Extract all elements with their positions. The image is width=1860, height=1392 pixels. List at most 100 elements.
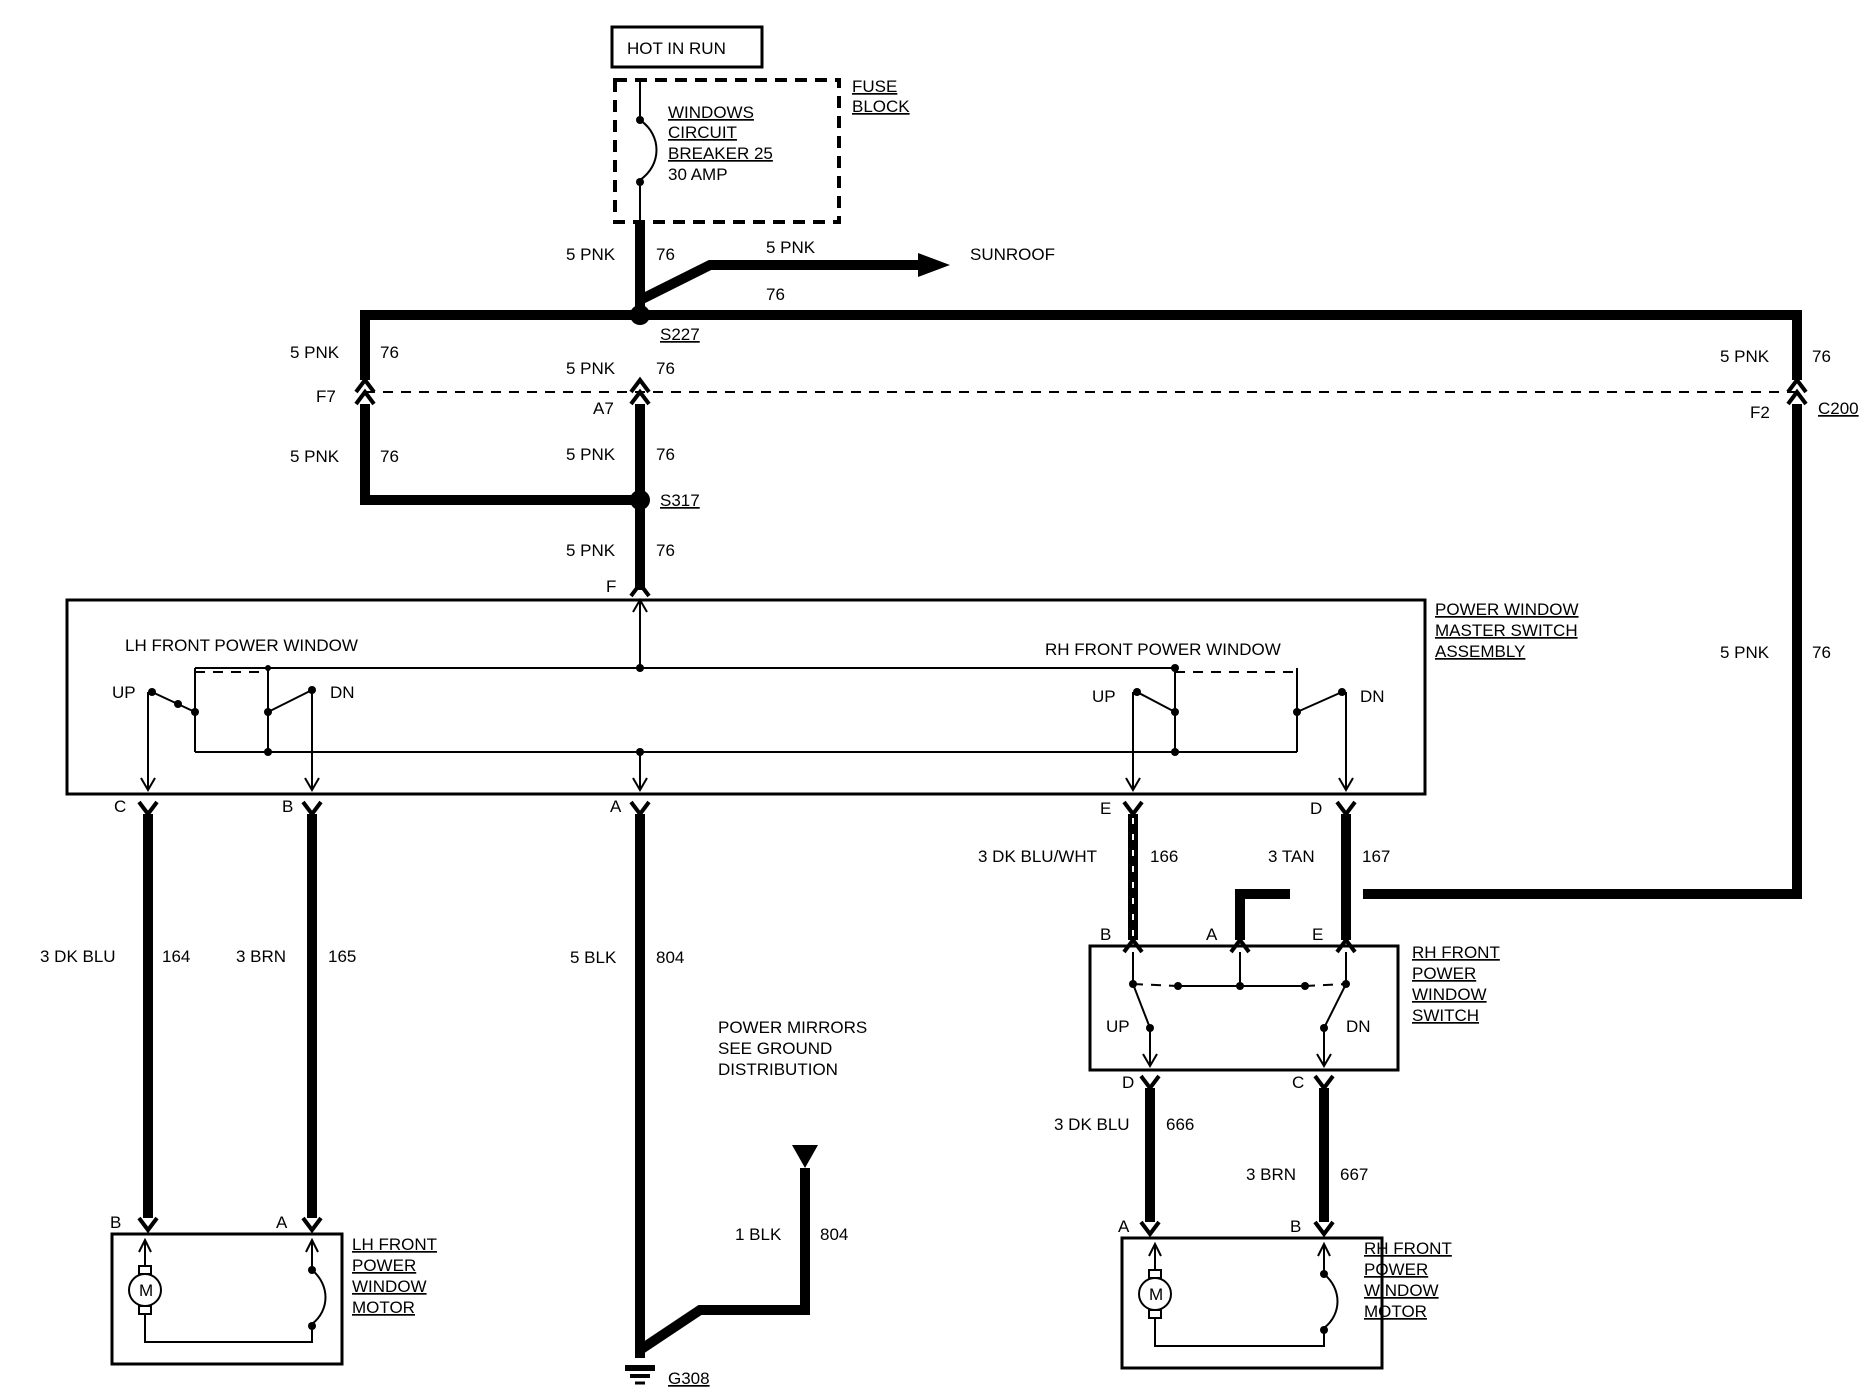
mirrors-note-1: POWER MIRRORS — [718, 1018, 867, 1037]
rh-switch-box — [1088, 944, 1400, 1072]
mirrors-note-2: SEE GROUND — [718, 1039, 832, 1058]
rh-motor-pin-a: A — [1118, 1217, 1130, 1236]
a7-label: A7 — [593, 399, 614, 418]
w666-label: 3 DK BLU — [1054, 1115, 1130, 1134]
c164-label: 164 — [162, 947, 190, 966]
rh-up-label: UP — [1092, 687, 1116, 706]
lh-motor-pin-a: A — [276, 1213, 288, 1232]
c200-label: C200 — [1818, 399, 1859, 418]
pin-b-label: B — [282, 797, 293, 816]
w165-label: 3 BRN — [236, 947, 286, 966]
feed-wire-label: 5 PNK — [566, 245, 616, 264]
f2-upper-wire: 5 PNK — [1720, 347, 1770, 366]
lh-motor-label-2: POWER — [352, 1256, 416, 1275]
breaker-label-4: 30 AMP — [668, 165, 728, 184]
s317-label: S317 — [660, 491, 700, 510]
fuse-block-label-1: FUSE — [852, 77, 897, 96]
rh-motor-label-2: POWER — [1364, 1260, 1428, 1279]
s227-label: S227 — [660, 325, 700, 344]
rh-switch-label-1: RH FRONT — [1412, 943, 1500, 962]
lh-limit-switch-icon — [311, 1269, 327, 1325]
a7-lower-circuit: 76 — [656, 445, 675, 464]
fuse-block-box — [613, 78, 841, 224]
master-switch-box — [65, 598, 1427, 796]
pin-d-label: D — [1310, 799, 1322, 818]
w667-label: 3 BRN — [1246, 1165, 1296, 1184]
c804-label: 804 — [656, 948, 684, 967]
a7-upper-wire: 5 PNK — [566, 359, 616, 378]
lh-dn-label: DN — [330, 683, 355, 702]
f7-upper-wire: 5 PNK — [290, 343, 340, 362]
f-lower-wire: 5 PNK — [566, 541, 616, 560]
f7-upper-circuit: 76 — [380, 343, 399, 362]
breaker-label-2: CIRCUIT — [668, 123, 737, 142]
rh-motor-label-4: MOTOR — [1364, 1302, 1427, 1321]
circuit-breaker-icon — [639, 119, 658, 181]
g308-label: G308 — [668, 1369, 710, 1388]
mirrors-note-3: DISTRIBUTION — [718, 1060, 838, 1079]
breaker-label-1: WINDOWS — [668, 103, 754, 122]
pin-e-label: E — [1100, 799, 1111, 818]
w804b-label: 1 BLK — [735, 1225, 782, 1244]
w804-label: 5 BLK — [570, 948, 617, 967]
hot-in-run-box — [610, 25, 764, 69]
rh-switch-label-4: SWITCH — [1412, 1006, 1479, 1025]
w166-label: 3 DK BLU/WHT — [978, 847, 1097, 866]
rh-switch-pin-d: D — [1122, 1073, 1134, 1092]
rh-switch-pin-b: B — [1100, 925, 1111, 944]
lh-motor-box — [110, 1232, 344, 1366]
right-run-wire: 5 PNK — [1720, 643, 1770, 662]
sunroof-wire-label: 5 PNK — [766, 238, 816, 257]
c667-label: 667 — [1340, 1165, 1368, 1184]
lh-motor-pin-b: B — [110, 1213, 121, 1232]
sunroof-arrow-icon — [918, 253, 950, 277]
rh-motor-pin-b: B — [1290, 1217, 1301, 1236]
c166-label: 166 — [1150, 847, 1178, 866]
rh-switch-pin-c: C — [1292, 1073, 1304, 1092]
f7-label: F7 — [316, 387, 336, 406]
rh-front-title: RH FRONT POWER WINDOW — [1045, 640, 1281, 659]
rh-switch-label-3: WINDOW — [1412, 985, 1487, 1004]
c167-label: 167 — [1362, 847, 1390, 866]
lh-motor-label-3: WINDOW — [352, 1277, 427, 1296]
fuse-block-label-2: BLOCK — [852, 97, 910, 116]
ground-icon — [625, 1365, 655, 1385]
breaker-label-3: BREAKER 25 — [668, 144, 773, 163]
rh-motor-box — [1120, 1236, 1384, 1370]
c666-label: 666 — [1166, 1115, 1194, 1134]
w167-label: 3 TAN — [1268, 847, 1315, 866]
c165-label: 165 — [328, 947, 356, 966]
rh-limit-switch-icon — [1323, 1273, 1339, 1329]
sunroof-label: SUNROOF — [970, 245, 1055, 264]
hot-in-run-label: HOT IN RUN — [627, 39, 726, 58]
f2-label: F2 — [1750, 403, 1770, 422]
lh-front-title: LH FRONT POWER WINDOW — [125, 636, 358, 655]
splice-s317 — [630, 490, 650, 510]
lh-up-label: UP — [112, 683, 136, 702]
rh-motor-label-1: RH FRONT — [1364, 1239, 1452, 1258]
master-switch-label-3: ASSEMBLY — [1435, 642, 1525, 661]
lh-motor-label-4: MOTOR — [352, 1298, 415, 1317]
f7-lower-wire: 5 PNK — [290, 447, 340, 466]
f7-lower-circuit: 76 — [380, 447, 399, 466]
rh-switch-pin-e: E — [1312, 925, 1323, 944]
sunroof-circuit-label: 76 — [766, 285, 785, 304]
rh-switch-label-2: POWER — [1412, 964, 1476, 983]
f2-upper-circuit: 76 — [1812, 347, 1831, 366]
a7-upper-circuit: 76 — [656, 359, 675, 378]
rh-motor-m: M — [1149, 1285, 1163, 1304]
f-lower-circuit: 76 — [656, 541, 675, 560]
c804b-label: 804 — [820, 1225, 848, 1244]
lh-motor-m: M — [139, 1281, 153, 1300]
rh-switch-pin-a: A — [1206, 925, 1218, 944]
rh-switch-up: UP — [1106, 1017, 1130, 1036]
master-switch-label-2: MASTER SWITCH — [1435, 621, 1578, 640]
rh-switch-dn: DN — [1346, 1017, 1371, 1036]
master-switch-label-1: POWER WINDOW — [1435, 600, 1579, 619]
right-run-circuit: 76 — [1812, 643, 1831, 662]
pin-a-label: A — [610, 797, 622, 816]
mirrors-reference-arrow-icon — [792, 1145, 818, 1168]
a7-lower-wire: 5 PNK — [566, 445, 616, 464]
pin-f-label: F — [606, 577, 616, 596]
